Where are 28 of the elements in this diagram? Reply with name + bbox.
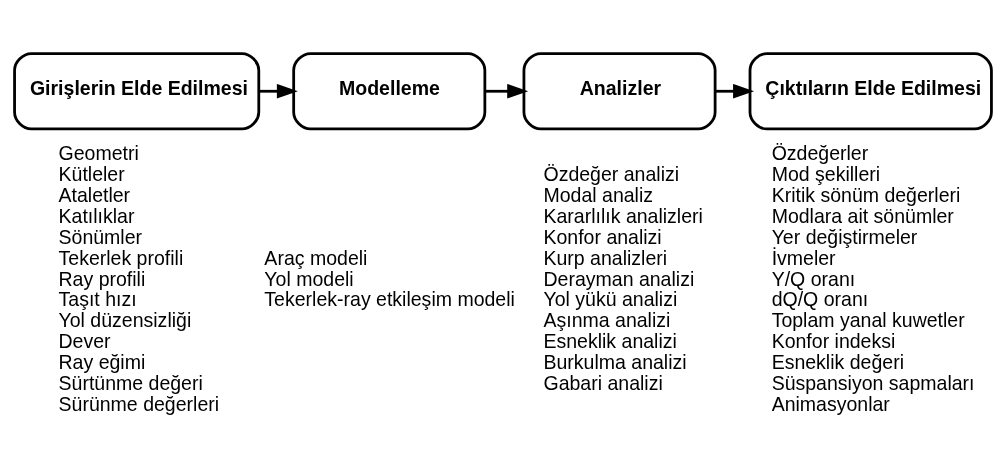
node-box: Analizler (522, 51, 717, 130)
node-label: Gabari analizi (543, 371, 663, 394)
node-label: Kütleler (58, 162, 125, 185)
arrow (485, 83, 529, 99)
node-label: Yer değiştirmeler (771, 225, 918, 248)
arrow (715, 83, 755, 99)
node-label: Ray eğimi (58, 350, 146, 373)
node-label: Y/Q oranı (771, 267, 856, 290)
node-label: Katılıklar (58, 204, 135, 227)
node-box: Çıktıların Elde Edilmesi (748, 51, 993, 130)
node-label: Geometri (58, 141, 139, 164)
arrow (259, 83, 298, 99)
node-label: Kararlılık analizleri (543, 204, 703, 227)
node-label: Tekerlek profili (58, 246, 184, 269)
node-label: Konfor analizi (543, 225, 662, 248)
node-label: İvmeler (771, 246, 836, 269)
node-label: Esneklik değeri (771, 350, 904, 373)
node-label: Burkulma analizi (543, 350, 687, 373)
node-label: Araç modeli (264, 246, 368, 269)
node-label: Özdeğer analizi (543, 162, 680, 185)
node-box: Modelleme (292, 51, 487, 130)
node-label: Kurp analizleri (543, 246, 668, 269)
node-box: Girişlerin Elde Edilmesi (13, 51, 261, 130)
node-label: Sönümler (58, 225, 143, 248)
node-label: Tekerlek-ray etkileşim modeli (264, 287, 515, 310)
node-label: Ataletler (58, 183, 131, 206)
node-label: Dever (58, 329, 111, 352)
node-label: Özdeğerler (771, 141, 869, 164)
